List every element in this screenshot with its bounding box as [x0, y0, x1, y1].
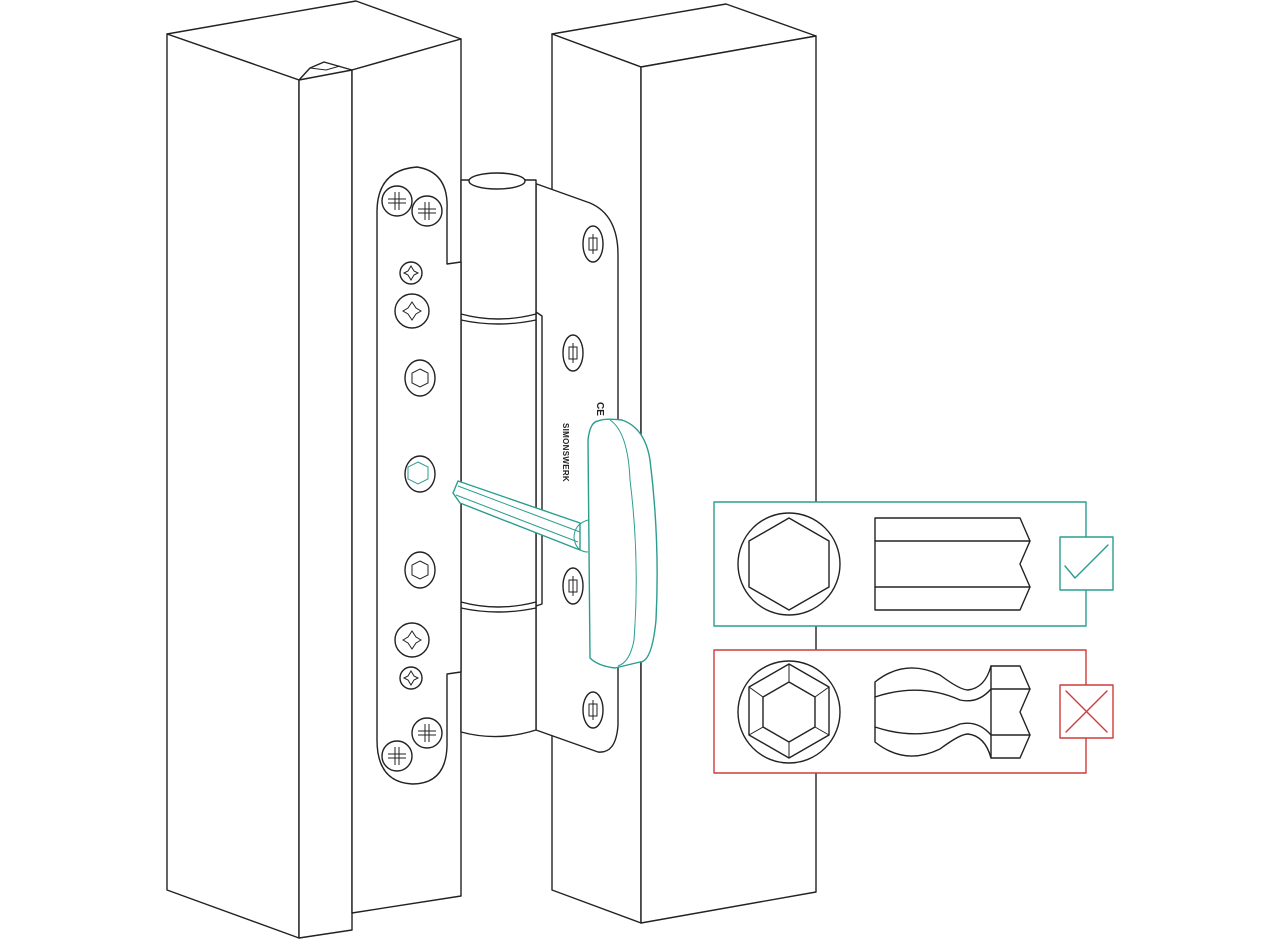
plate-screw-bottom-2 [381, 740, 413, 772]
hex-key-shaft [452, 480, 581, 551]
hex-key-handle [587, 418, 658, 669]
hex-key-tool [452, 418, 658, 669]
brand-marking: SIMONSWERK [561, 423, 570, 482]
cross-icon [1059, 684, 1114, 739]
ce-marking: CE [594, 402, 605, 416]
leaf-screw-4 [582, 691, 604, 729]
incorrect-tool-panel [713, 649, 1114, 774]
worn-hex-key-end-view [737, 660, 841, 764]
plate-screw-bottom-1 [411, 717, 443, 749]
hex-key-end-view [737, 512, 841, 616]
left-hinge-plate [376, 166, 462, 785]
hinge-barrel [460, 172, 543, 738]
plate-screw-top-2 [411, 195, 443, 227]
checkmark-icon [1059, 536, 1114, 591]
leaf-screw-3 [562, 567, 584, 605]
hex-key-side-view [874, 517, 1031, 611]
torx-screw-1 [399, 261, 423, 285]
torx-screw-3 [394, 622, 430, 658]
worn-hex-key-side-view [874, 665, 1031, 759]
torx-screw-2 [394, 293, 430, 329]
hex-socket-upper [404, 359, 436, 397]
leaf-screw-2 [562, 334, 584, 372]
hex-socket-lower [404, 551, 436, 589]
plate-screw-top-1 [381, 185, 413, 217]
barrel-top-cap [468, 172, 526, 190]
hex-socket-middle [404, 455, 436, 493]
correct-tool-panel [713, 501, 1114, 627]
leaf-screw-1 [582, 225, 604, 263]
torx-screw-4 [399, 666, 423, 690]
